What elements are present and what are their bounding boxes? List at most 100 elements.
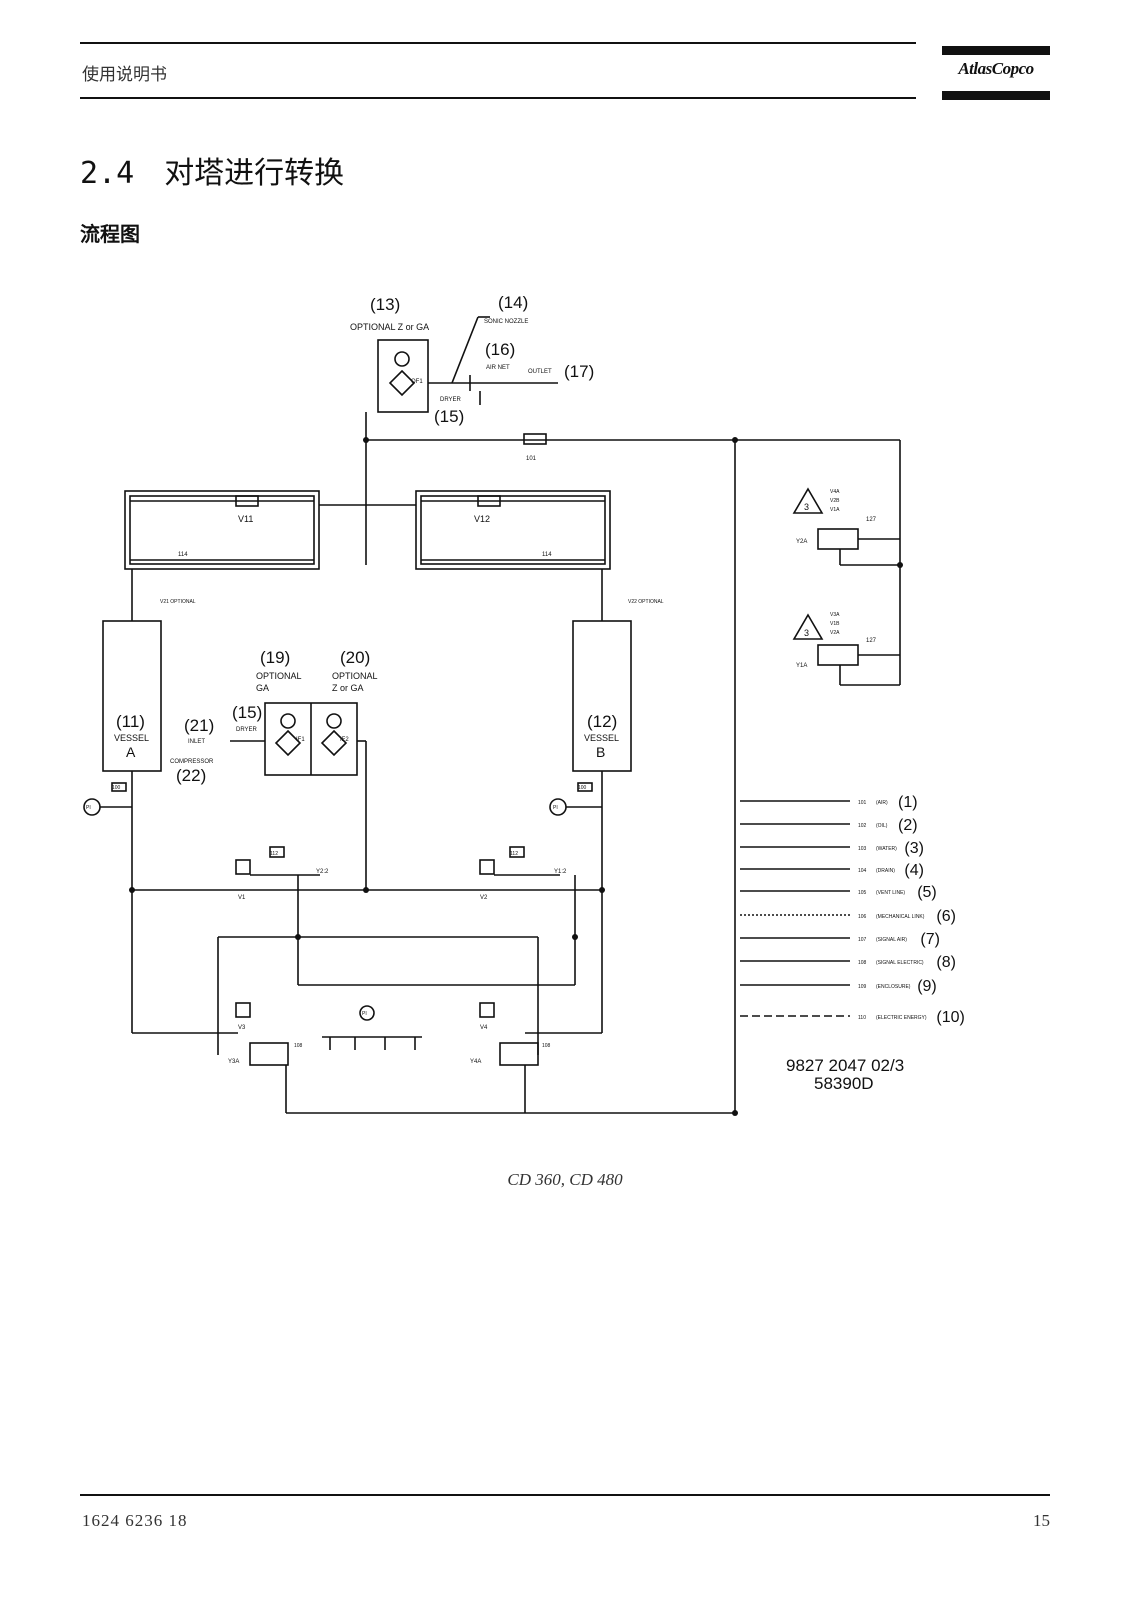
tag-127-top: 127 <box>866 517 877 523</box>
v21-optional: V21 OPTIONAL <box>160 599 196 605</box>
logo-wordmark: AtlasCopco <box>958 59 1034 78</box>
outlet-filter-box <box>377 339 429 413</box>
callout-21: (21) <box>184 716 214 735</box>
flow-diagram: (13) OPTIONAL Z or GA (14) SONIC NOZZLE … <box>83 293 965 1116</box>
legend-name: (AIR) <box>876 800 888 806</box>
header-doc-title: 使用说明书 <box>82 65 167 85</box>
callout-17-label: OUTLET <box>528 369 552 375</box>
solenoid-y1a: Y1A <box>796 663 807 669</box>
warning-bottom-number: 3 <box>804 628 809 638</box>
filter-of1: OF1 <box>411 379 423 385</box>
legend-name: (ELECTRIC ENERGY) <box>876 1015 927 1021</box>
legend-code: 109 <box>858 984 867 990</box>
sol-bot-line1: V3A <box>830 612 840 618</box>
sol-bot-line3: V2A <box>830 630 840 636</box>
legend-code: 104 <box>858 868 867 874</box>
outlet-filter-diamond <box>388 369 416 397</box>
header-rule-top <box>80 42 916 44</box>
callout-16-label: AIR NET <box>486 365 510 371</box>
callout-22-label: COMPRESSOR <box>170 759 214 765</box>
figure-caption: CD 360, CD 480 <box>507 1170 623 1189</box>
signal-y22: Y2:2 <box>316 869 329 875</box>
section-heading: 2.4 对塔进行转换 <box>80 148 344 192</box>
callout-11-letter: A <box>126 744 136 760</box>
legend-name: (ENCLOSURE) <box>876 984 911 990</box>
legend-number: (1) <box>898 794 918 811</box>
filter-if2: IF2 <box>340 737 349 743</box>
legend-code: 107 <box>858 937 867 943</box>
legend-name: (SIGNAL AIR) <box>876 937 907 943</box>
valve-v1: V1 <box>238 895 246 901</box>
callout-20: (20) <box>340 648 370 667</box>
logo-bar-bottom <box>942 91 1050 100</box>
pi-left: PI <box>86 805 91 811</box>
callout-19: (19) <box>260 648 290 667</box>
legend-name: (OIL) <box>876 823 888 829</box>
solenoid-y4a: Y4A <box>470 1059 481 1065</box>
pi-right: PI <box>553 805 558 811</box>
sol-top-line3: V1A <box>830 507 840 513</box>
valve-v12: V12 <box>474 514 490 524</box>
legend-code: 101 <box>858 800 867 806</box>
brand-logo: AtlasCopco <box>942 46 1050 100</box>
sol-bot-line2: V1B <box>830 621 840 627</box>
callout-15a: (15) <box>434 407 464 426</box>
callout-21-label: INLET <box>188 739 205 745</box>
callout-22: (22) <box>176 766 206 785</box>
section-subtitle: 流程图 <box>80 222 140 246</box>
footer-rule <box>80 1494 1050 1496</box>
legend-name: (SIGNAL ELECTRIC) <box>876 960 924 966</box>
v22-optional: V22 OPTIONAL <box>628 599 664 605</box>
legend-number: (9) <box>917 978 937 995</box>
callout-12-label: VESSEL <box>584 733 619 743</box>
signal-y12: Y1:2 <box>554 869 567 875</box>
section-title: 对塔进行转换 <box>164 156 345 191</box>
tag-100-left: 100 <box>112 785 121 791</box>
callout-14-label: SONIC NOZZLE <box>484 319 528 325</box>
solenoid-y2a: Y2A <box>796 539 807 545</box>
legend-number: (7) <box>920 931 940 948</box>
callout-20-label-2: Z or GA <box>332 683 364 693</box>
footer-page-number: 15 <box>1033 1511 1050 1530</box>
sol-top-line2: V2B <box>830 498 840 504</box>
callout-15a-label: DRYER <box>440 397 462 403</box>
tag-127-bottom: 127 <box>866 638 877 644</box>
callout-14: (14) <box>498 293 528 312</box>
warning-top-number: 3 <box>804 502 809 512</box>
legend-name: (WATER) <box>876 846 897 852</box>
callout-19-label-1: OPTIONAL <box>256 671 302 681</box>
section-number: 2.4 <box>80 156 135 191</box>
tag-112-right: 112 <box>510 851 518 857</box>
callout-15b-label: DRYER <box>236 727 258 733</box>
legend-number: (2) <box>898 817 918 834</box>
filter-if1: IF1 <box>296 737 305 743</box>
logo-bar-top <box>942 46 1050 55</box>
valve-v2: V2 <box>480 895 488 901</box>
pi-center: PI <box>362 1011 367 1017</box>
sol-top-line1: V4A <box>830 489 840 495</box>
legend-number: (3) <box>904 840 924 857</box>
valve-v11: V11 <box>238 514 253 524</box>
legend-code: 110 <box>858 1015 866 1021</box>
legend-code: 108 <box>858 960 867 966</box>
drawing-id: 58390D <box>814 1074 874 1093</box>
callout-13-label: OPTIONAL Z or GA <box>350 322 429 332</box>
callout-15b: (15) <box>232 703 262 722</box>
tag-114-left: 114 <box>178 552 188 558</box>
tag-108-right: 108 <box>542 1043 551 1049</box>
callout-12-letter: B <box>596 744 605 760</box>
legend-number: (10) <box>936 1009 964 1026</box>
tag-101: 101 <box>526 456 537 462</box>
legend-number: (8) <box>936 954 956 971</box>
legend-name: (VENT LINE) <box>876 890 905 896</box>
legend-code: 102 <box>858 823 867 829</box>
callout-17: (17) <box>564 362 594 381</box>
drawing-number: 9827 2047 02/3 <box>786 1056 904 1075</box>
callout-16: (16) <box>485 340 515 359</box>
legend-code: 105 <box>858 890 867 896</box>
callout-19-label-2: GA <box>256 683 269 693</box>
tag-108-left: 108 <box>294 1043 303 1049</box>
legend-name: (MECHANICAL LINK) <box>876 914 925 920</box>
tag-100-right: 100 <box>578 785 587 791</box>
legend-number: (5) <box>917 884 937 901</box>
